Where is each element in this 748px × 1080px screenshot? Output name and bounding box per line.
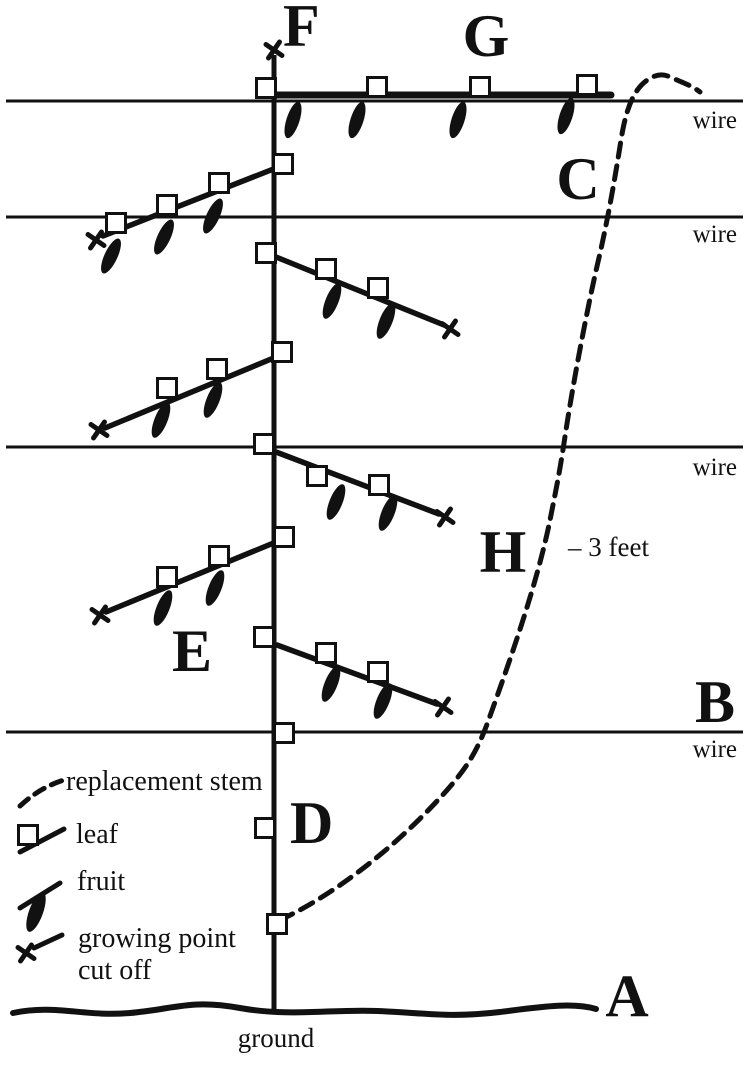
leaf-icon <box>469 76 491 98</box>
legend-leaf-label: leaf <box>76 819 119 850</box>
branch-right-3 <box>274 642 440 707</box>
growing-point-cut-off-x-icon <box>88 419 110 441</box>
fruit-icon <box>151 402 171 438</box>
fruit-icon <box>449 101 467 139</box>
leaves-layer <box>17 74 598 935</box>
leaf-icon <box>272 153 294 175</box>
point-label-g: G <box>463 3 510 69</box>
leaf-icon <box>17 824 39 846</box>
trellis-wires <box>6 99 743 734</box>
x-stroke <box>92 604 108 626</box>
ground-label: ground <box>238 1023 315 1053</box>
growing-point-cut-off-x-icon <box>439 318 461 340</box>
fruit-icon <box>101 238 121 274</box>
leaf-icon <box>254 817 276 839</box>
leaf-icon <box>315 642 337 664</box>
leaf-icon <box>156 377 178 399</box>
fruits-layer <box>26 97 575 932</box>
fruit-icon <box>322 283 342 319</box>
growing-point-cut-off-x-icon <box>432 696 454 718</box>
x-stroke <box>91 419 107 441</box>
point-label-a: A <box>605 963 648 1029</box>
growing-point-cut-off-x-icon <box>85 229 107 251</box>
legend-replacement-stem-label: replacement stem <box>66 766 263 797</box>
branch-right-1 <box>273 254 447 328</box>
x-stroke <box>435 696 451 718</box>
wire-label-3: wire <box>693 454 737 481</box>
fruit-icon <box>326 484 346 520</box>
legend-growing-point-label-line1: growing point <box>78 923 236 954</box>
growing-point-cut-off-x-icon <box>15 942 37 964</box>
legend-leaf-stalk <box>17 826 67 855</box>
leaf-icon <box>255 242 277 264</box>
leaf-icon <box>576 74 598 96</box>
leaf-icon <box>253 626 275 648</box>
point-label-f: F <box>283 0 320 59</box>
branches <box>100 91 615 707</box>
x-stroke <box>18 942 34 964</box>
point-label-d: D <box>290 790 333 856</box>
fruit-icon <box>205 570 225 606</box>
height-marker-label: – 3 feet <box>567 532 649 562</box>
leaf-icon <box>306 465 328 487</box>
leaf-icon <box>315 258 337 280</box>
branch-left-3 <box>103 539 279 615</box>
leaf-icon <box>368 474 390 496</box>
fruit-icon <box>373 683 393 719</box>
fruit-icon <box>203 198 223 234</box>
fruit-icon <box>284 101 302 139</box>
leaf-icon <box>253 433 275 455</box>
cutoffs-layer <box>15 39 461 964</box>
point-label-h: H <box>480 519 527 585</box>
leaf-icon <box>156 566 178 588</box>
wire-label-2: wire <box>693 221 737 248</box>
x-stroke <box>442 318 458 340</box>
fruit-icon <box>378 495 398 531</box>
point-label-c: C <box>556 146 599 212</box>
x-stroke <box>266 39 282 61</box>
leaf-icon <box>208 545 230 567</box>
x-stroke <box>88 229 104 251</box>
replacement-stem-curve <box>277 72 703 923</box>
leaf-icon <box>105 212 127 234</box>
leaf-icon <box>208 172 230 194</box>
leaf-icon <box>366 76 388 98</box>
x-stroke <box>437 506 453 528</box>
leaf-icon <box>367 277 389 299</box>
wire-label-1: wire <box>693 107 737 134</box>
fruit-icon <box>557 97 575 135</box>
growing-point-cut-off-x-icon <box>434 506 456 528</box>
fruit-icon <box>348 101 366 139</box>
branch-left-2 <box>102 354 279 431</box>
leaf-icon <box>266 913 288 935</box>
legend-fruit-label: fruit <box>77 866 125 897</box>
fruit-icon <box>153 590 173 626</box>
ground-line <box>10 1001 599 1018</box>
branch-left-1 <box>100 165 279 239</box>
fruit-icon <box>203 382 223 418</box>
leaf-icon <box>273 722 295 744</box>
leaf-icon <box>273 526 295 548</box>
leaf-icon <box>367 661 389 683</box>
leaf-icon <box>156 194 178 216</box>
fruit-icon <box>321 666 341 702</box>
growing-point-cut-off-x-icon <box>89 604 111 626</box>
legend-growing-point-label-line2: cut off <box>78 955 152 986</box>
leaf-icon <box>271 341 293 363</box>
leaf-icon <box>206 358 228 380</box>
fruit-icon <box>154 219 174 255</box>
legend-cutoff-stalk <box>31 932 65 951</box>
point-label-b: B <box>695 669 735 735</box>
branch-right-2 <box>273 449 442 517</box>
wire-label-4: wire <box>693 736 737 763</box>
fruit-icon <box>26 892 46 932</box>
fruit-icon <box>376 303 396 339</box>
leaf-icon <box>255 77 277 99</box>
legend-replacement-stem-icon <box>17 777 67 809</box>
point-label-e: E <box>172 618 212 684</box>
growing-point-cut-off-x-icon <box>263 39 285 61</box>
